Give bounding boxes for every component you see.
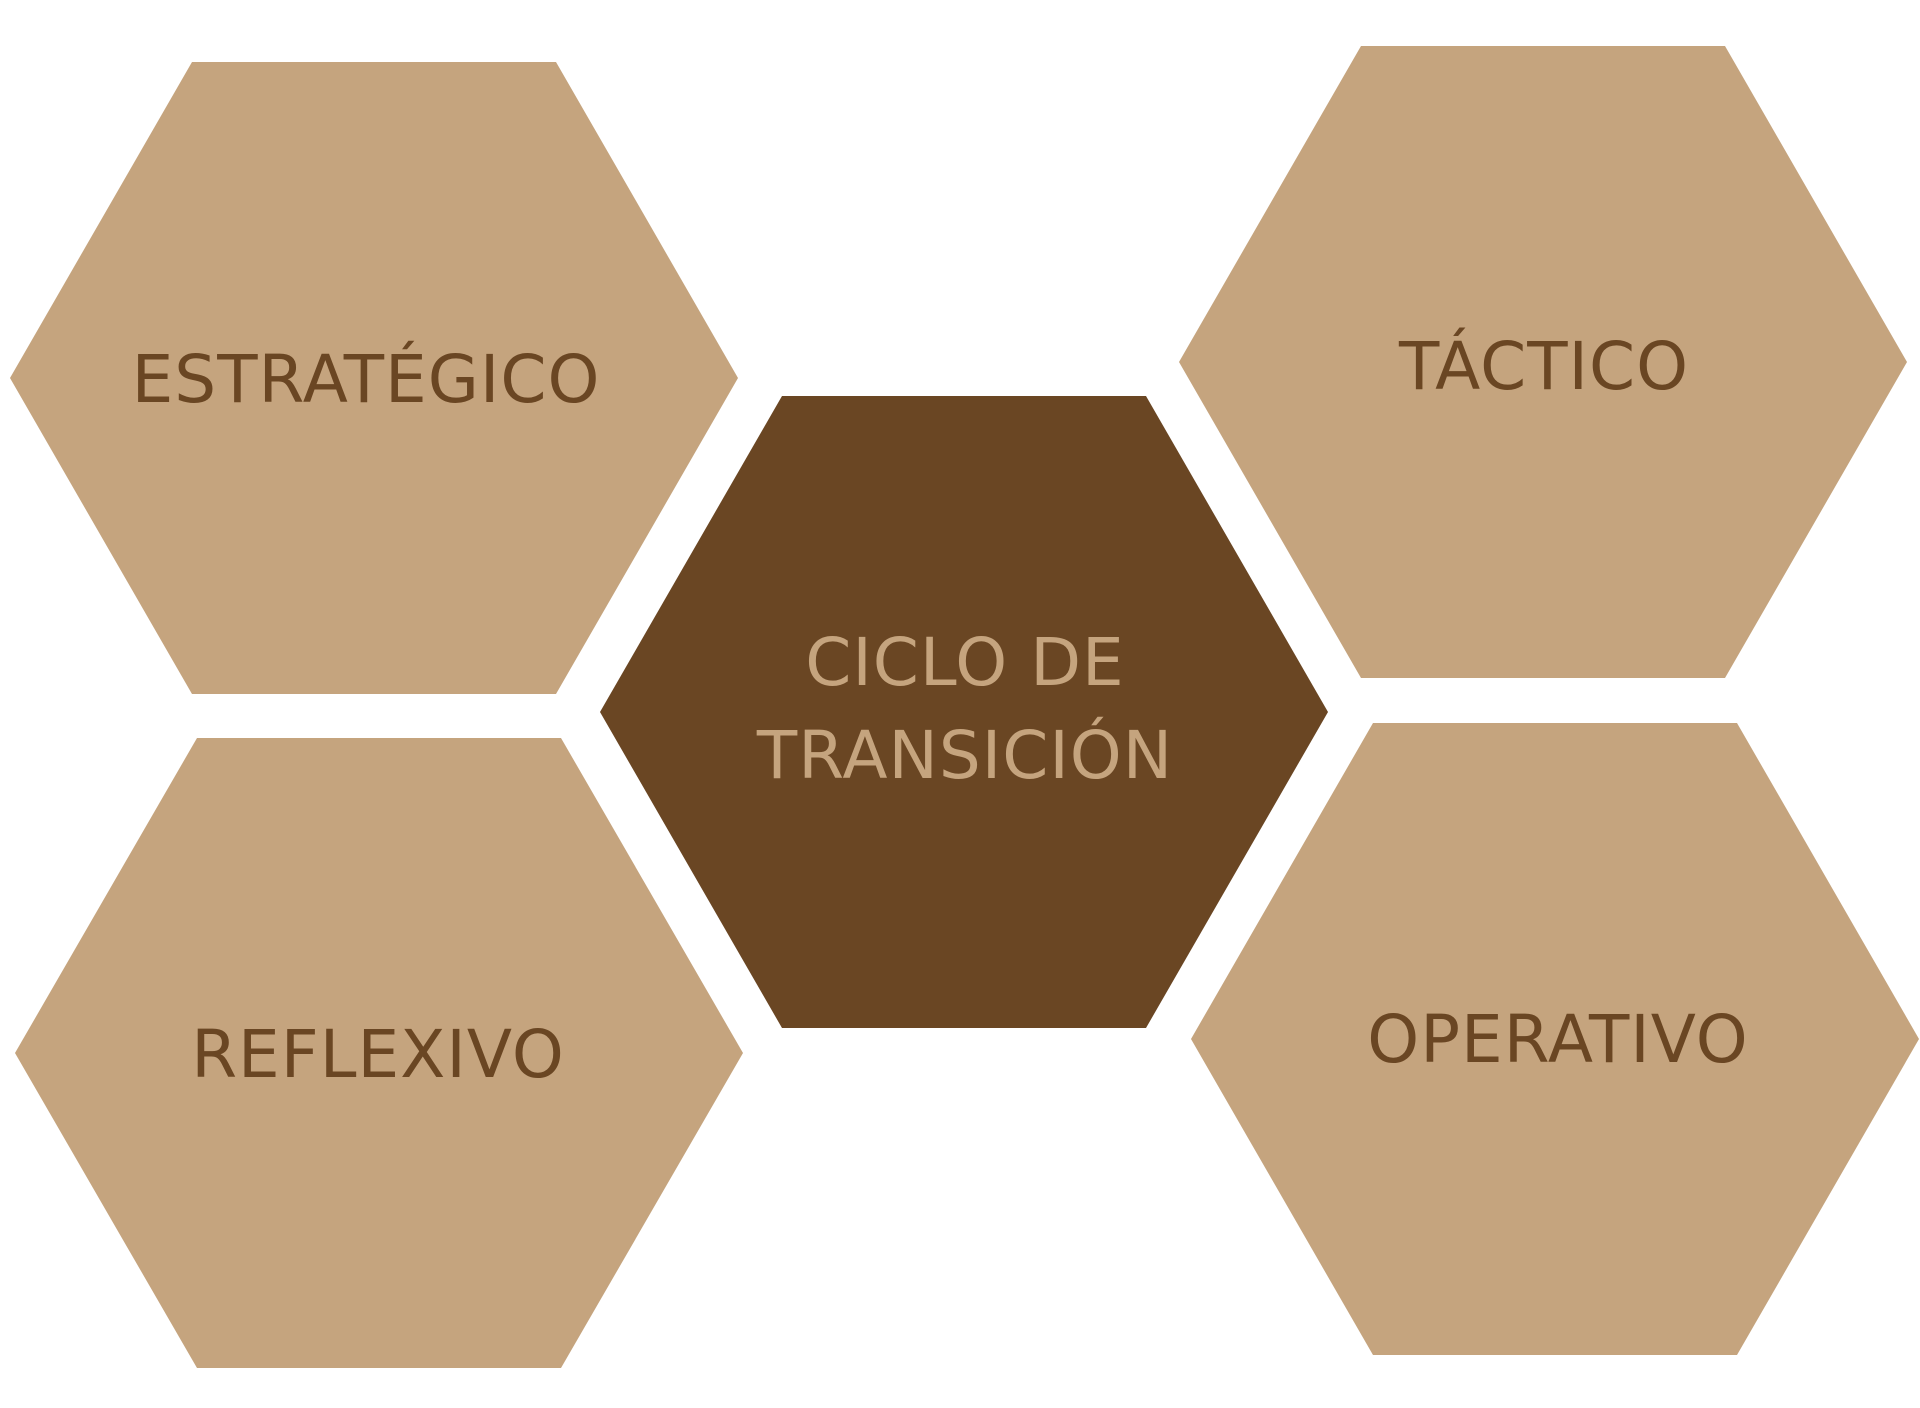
- hex-tactico-label: TÁCTICO: [1398, 328, 1689, 405]
- hex-reflexivo-shape: [15, 738, 743, 1368]
- hex-tactico: TÁCTICO: [1179, 46, 1907, 678]
- center-label-line2: TRANSICIÓN: [756, 717, 1173, 794]
- hex-estrategico: ESTRATÉGICO: [10, 62, 738, 694]
- hex-center: CICLO DE TRANSICIÓN: [600, 396, 1328, 1028]
- hex-reflexivo-label: REFLEXIVO: [191, 1016, 565, 1093]
- hex-center-shape: [600, 396, 1328, 1028]
- hex-reflexivo: REFLEXIVO: [15, 738, 743, 1368]
- hex-estrategico-label: ESTRATÉGICO: [132, 340, 601, 418]
- hex-operativo-label: OPERATIVO: [1367, 1001, 1748, 1078]
- hex-tactico-shape: [1179, 46, 1907, 678]
- hex-estrategico-shape: [10, 62, 738, 694]
- hex-operativo: OPERATIVO: [1191, 723, 1919, 1355]
- center-label-line1: CICLO DE: [805, 624, 1125, 701]
- hex-operativo-shape: [1191, 723, 1919, 1355]
